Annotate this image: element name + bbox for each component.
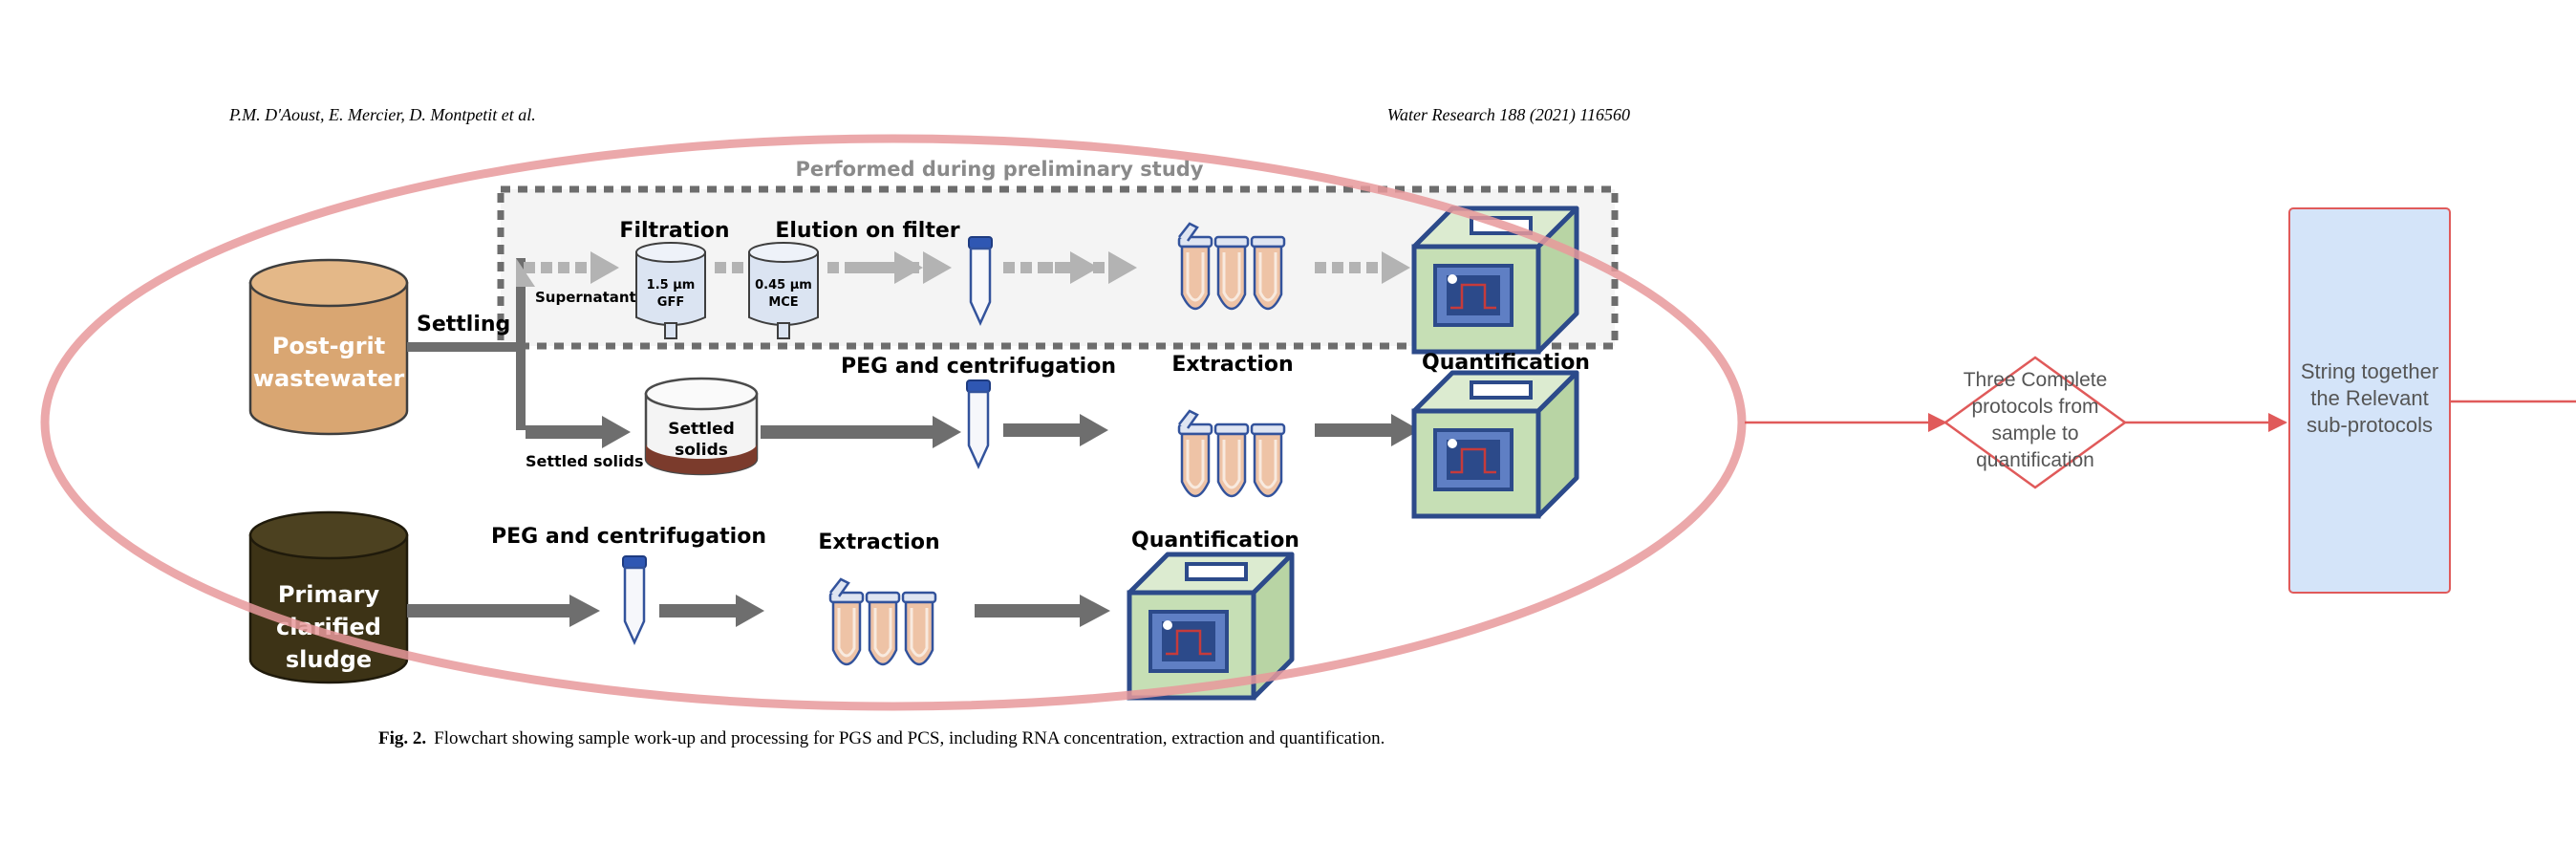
extraction-label-top: Extraction — [1171, 353, 1293, 377]
microtubes-icon-bottom — [830, 579, 935, 664]
settling-connector — [407, 342, 524, 352]
process-text-line3: sub-protocols — [2307, 413, 2433, 437]
caption-label: Fig. 2. — [378, 728, 426, 748]
arrow-to-extraction-middle — [1003, 414, 1108, 446]
decision-text-line4: quantification — [1976, 449, 2094, 471]
postgrit-label-line2: wastewater — [253, 365, 405, 392]
microtubes-icon-middle — [1179, 411, 1284, 496]
process-text-line1: String together — [2301, 359, 2438, 383]
extraction-label-bottom: Extraction — [818, 531, 939, 554]
quantification-label-bottom: Quantification — [1131, 529, 1299, 552]
decision-text-line2: protocols from — [1971, 396, 2098, 418]
elution-label: Elution on filter — [775, 219, 959, 243]
process-text-line2: the Relevant — [2310, 386, 2429, 410]
settled-solids-label: Settled solids — [526, 452, 644, 470]
header-authors: P.M. D'Aoust, E. Mercier, D. Montpetit e… — [228, 105, 536, 124]
filter1-label-line2: GFF — [657, 295, 684, 310]
beaker-label-line2: solids — [675, 441, 728, 460]
decision-text-line1: Three Complete — [1964, 369, 2108, 391]
filter-mce-icon — [748, 242, 819, 339]
supernatant-label: Supernatant — [535, 289, 636, 306]
filter2-label-line1: 0.45 µm — [755, 278, 812, 292]
filtration-label: Filtration — [619, 219, 729, 243]
settling-branch-line — [516, 258, 526, 430]
arrow-settled-solids — [526, 416, 631, 448]
filter1-label-line1: 1.5 µm — [647, 278, 696, 292]
qpcr-machine-icon-top — [1414, 208, 1577, 352]
centrifuge-tube-icon-middle — [965, 379, 992, 468]
postgrit-label-line1: Post-grit — [272, 333, 386, 359]
settling-label: Settling — [417, 313, 510, 336]
peg-label-top: PEG and centrifugation — [841, 355, 1116, 379]
process-box[interactable] — [2288, 207, 2451, 594]
beaker-label-line1: Settled — [668, 420, 735, 439]
settled-solids-beaker-icon — [644, 377, 759, 476]
header-journal: Water Research 188 (2021) 116560 — [1387, 105, 1630, 125]
highlight-ellipse[interactable] — [40, 134, 1747, 711]
peg-label-bottom: PEG and centrifugation — [491, 525, 766, 549]
arrow-to-peg-bottom — [407, 595, 600, 627]
centrifuge-tube-icon-bottom — [621, 554, 648, 644]
arrow-to-peg-middle — [761, 416, 961, 448]
microtubes-icon-top — [1179, 224, 1284, 309]
filter2-label-line2: MCE — [768, 295, 798, 310]
preliminary-study-label: Performed during preliminary study — [795, 158, 1203, 181]
decision-diamond[interactable] — [1943, 356, 2128, 489]
arrow-to-quantification-bottom — [975, 595, 1110, 627]
caption-text: Flowchart showing sample work-up and pro… — [434, 728, 1385, 748]
qpcr-machine-icon-middle — [1414, 373, 1577, 516]
arrow-to-quantification-middle — [1315, 414, 1420, 446]
arrow-to-extraction-bottom — [659, 595, 764, 627]
primary-label-line1: Primary — [278, 581, 380, 608]
decision-text-line3: sample to — [1991, 422, 2078, 444]
postgrit-wastewater-cylinder — [248, 258, 409, 436]
primary-label-line3: sludge — [286, 646, 372, 673]
filter-gff-icon — [635, 242, 706, 339]
figure-caption: Fig. 2. Flowchart showing sample work-up … — [378, 728, 1385, 748]
